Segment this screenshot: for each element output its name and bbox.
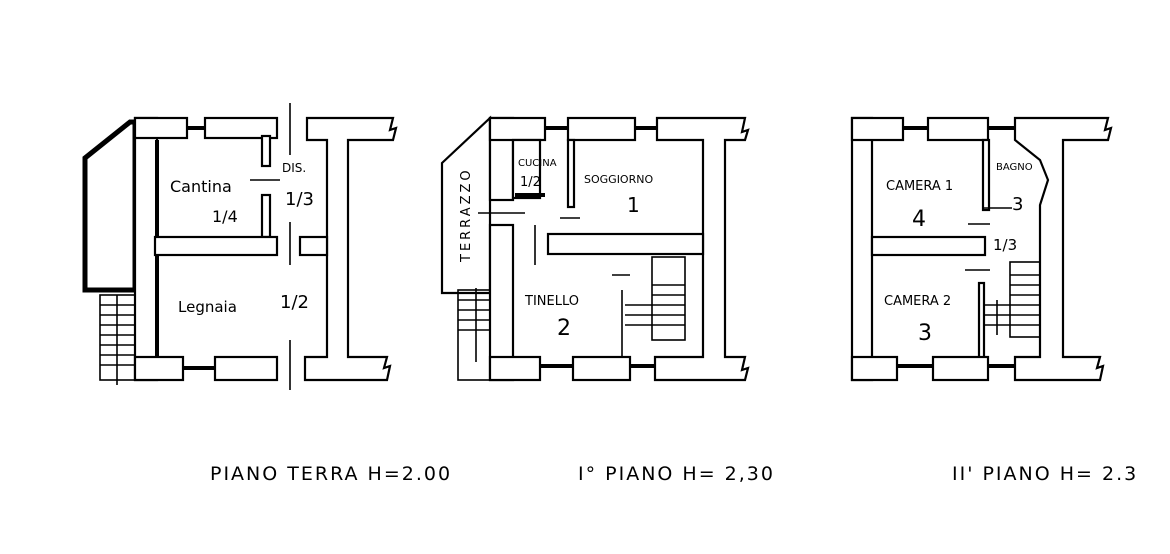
room-name-cantina: Cantina	[170, 177, 232, 196]
room-value-cucina: 1/2	[520, 175, 541, 190]
room-value-bagno: 3	[1012, 194, 1023, 215]
room-value-soggiorno: 1	[627, 193, 640, 217]
room-value-dis-2: 1/3	[993, 236, 1017, 254]
plan-first-floor: CUCINA 1/2 SOGGIORNO 1 TERRAZZO TINELLO …	[440, 115, 750, 382]
room-name-legnaia: Legnaia	[178, 298, 237, 316]
caption-second-floor: II' PIANO H= 2.3	[952, 463, 1138, 485]
room-value-tinello: 2	[557, 316, 571, 341]
stair-internal	[625, 256, 686, 341]
plan-second-floor: CAMERA 1 4 BAGNO 3 CAMERA 2 3 1/3	[850, 116, 1113, 382]
room-name-camera-1: CAMERA 1	[886, 179, 953, 194]
stair	[985, 261, 1041, 338]
caption-first-floor: I° PIANO H= 2,30	[578, 463, 775, 485]
room-name-camera-2: CAMERA 2	[884, 294, 951, 309]
room-name-cucina: CUCINA	[518, 158, 557, 169]
room-name-bagno: BAGNO	[996, 162, 1033, 173]
room-value-dis: 1/3	[285, 189, 314, 210]
room-value-cantina: 1/4	[212, 207, 238, 226]
room-name-dis: DIS.	[282, 161, 306, 175]
stair-terrace	[457, 288, 491, 381]
room-name-tinello: TINELLO	[524, 294, 579, 309]
room-name-terrazzo: TERRAZZO	[459, 167, 474, 263]
room-name-soggiorno: SOGGIORNO	[584, 173, 653, 186]
room-value-legnaia: 1/2	[280, 292, 309, 313]
room-value-camera-2: 3	[918, 321, 932, 346]
annex-wall	[82, 119, 138, 293]
stair	[99, 294, 136, 385]
room-value-camera-1: 4	[912, 207, 926, 232]
caption-ground-floor: PIANO TERRA H=2.00	[210, 463, 452, 485]
plan-ground-floor: Cantina 1/4 Legnaia 1/2 DIS. 1/3	[82, 103, 398, 390]
